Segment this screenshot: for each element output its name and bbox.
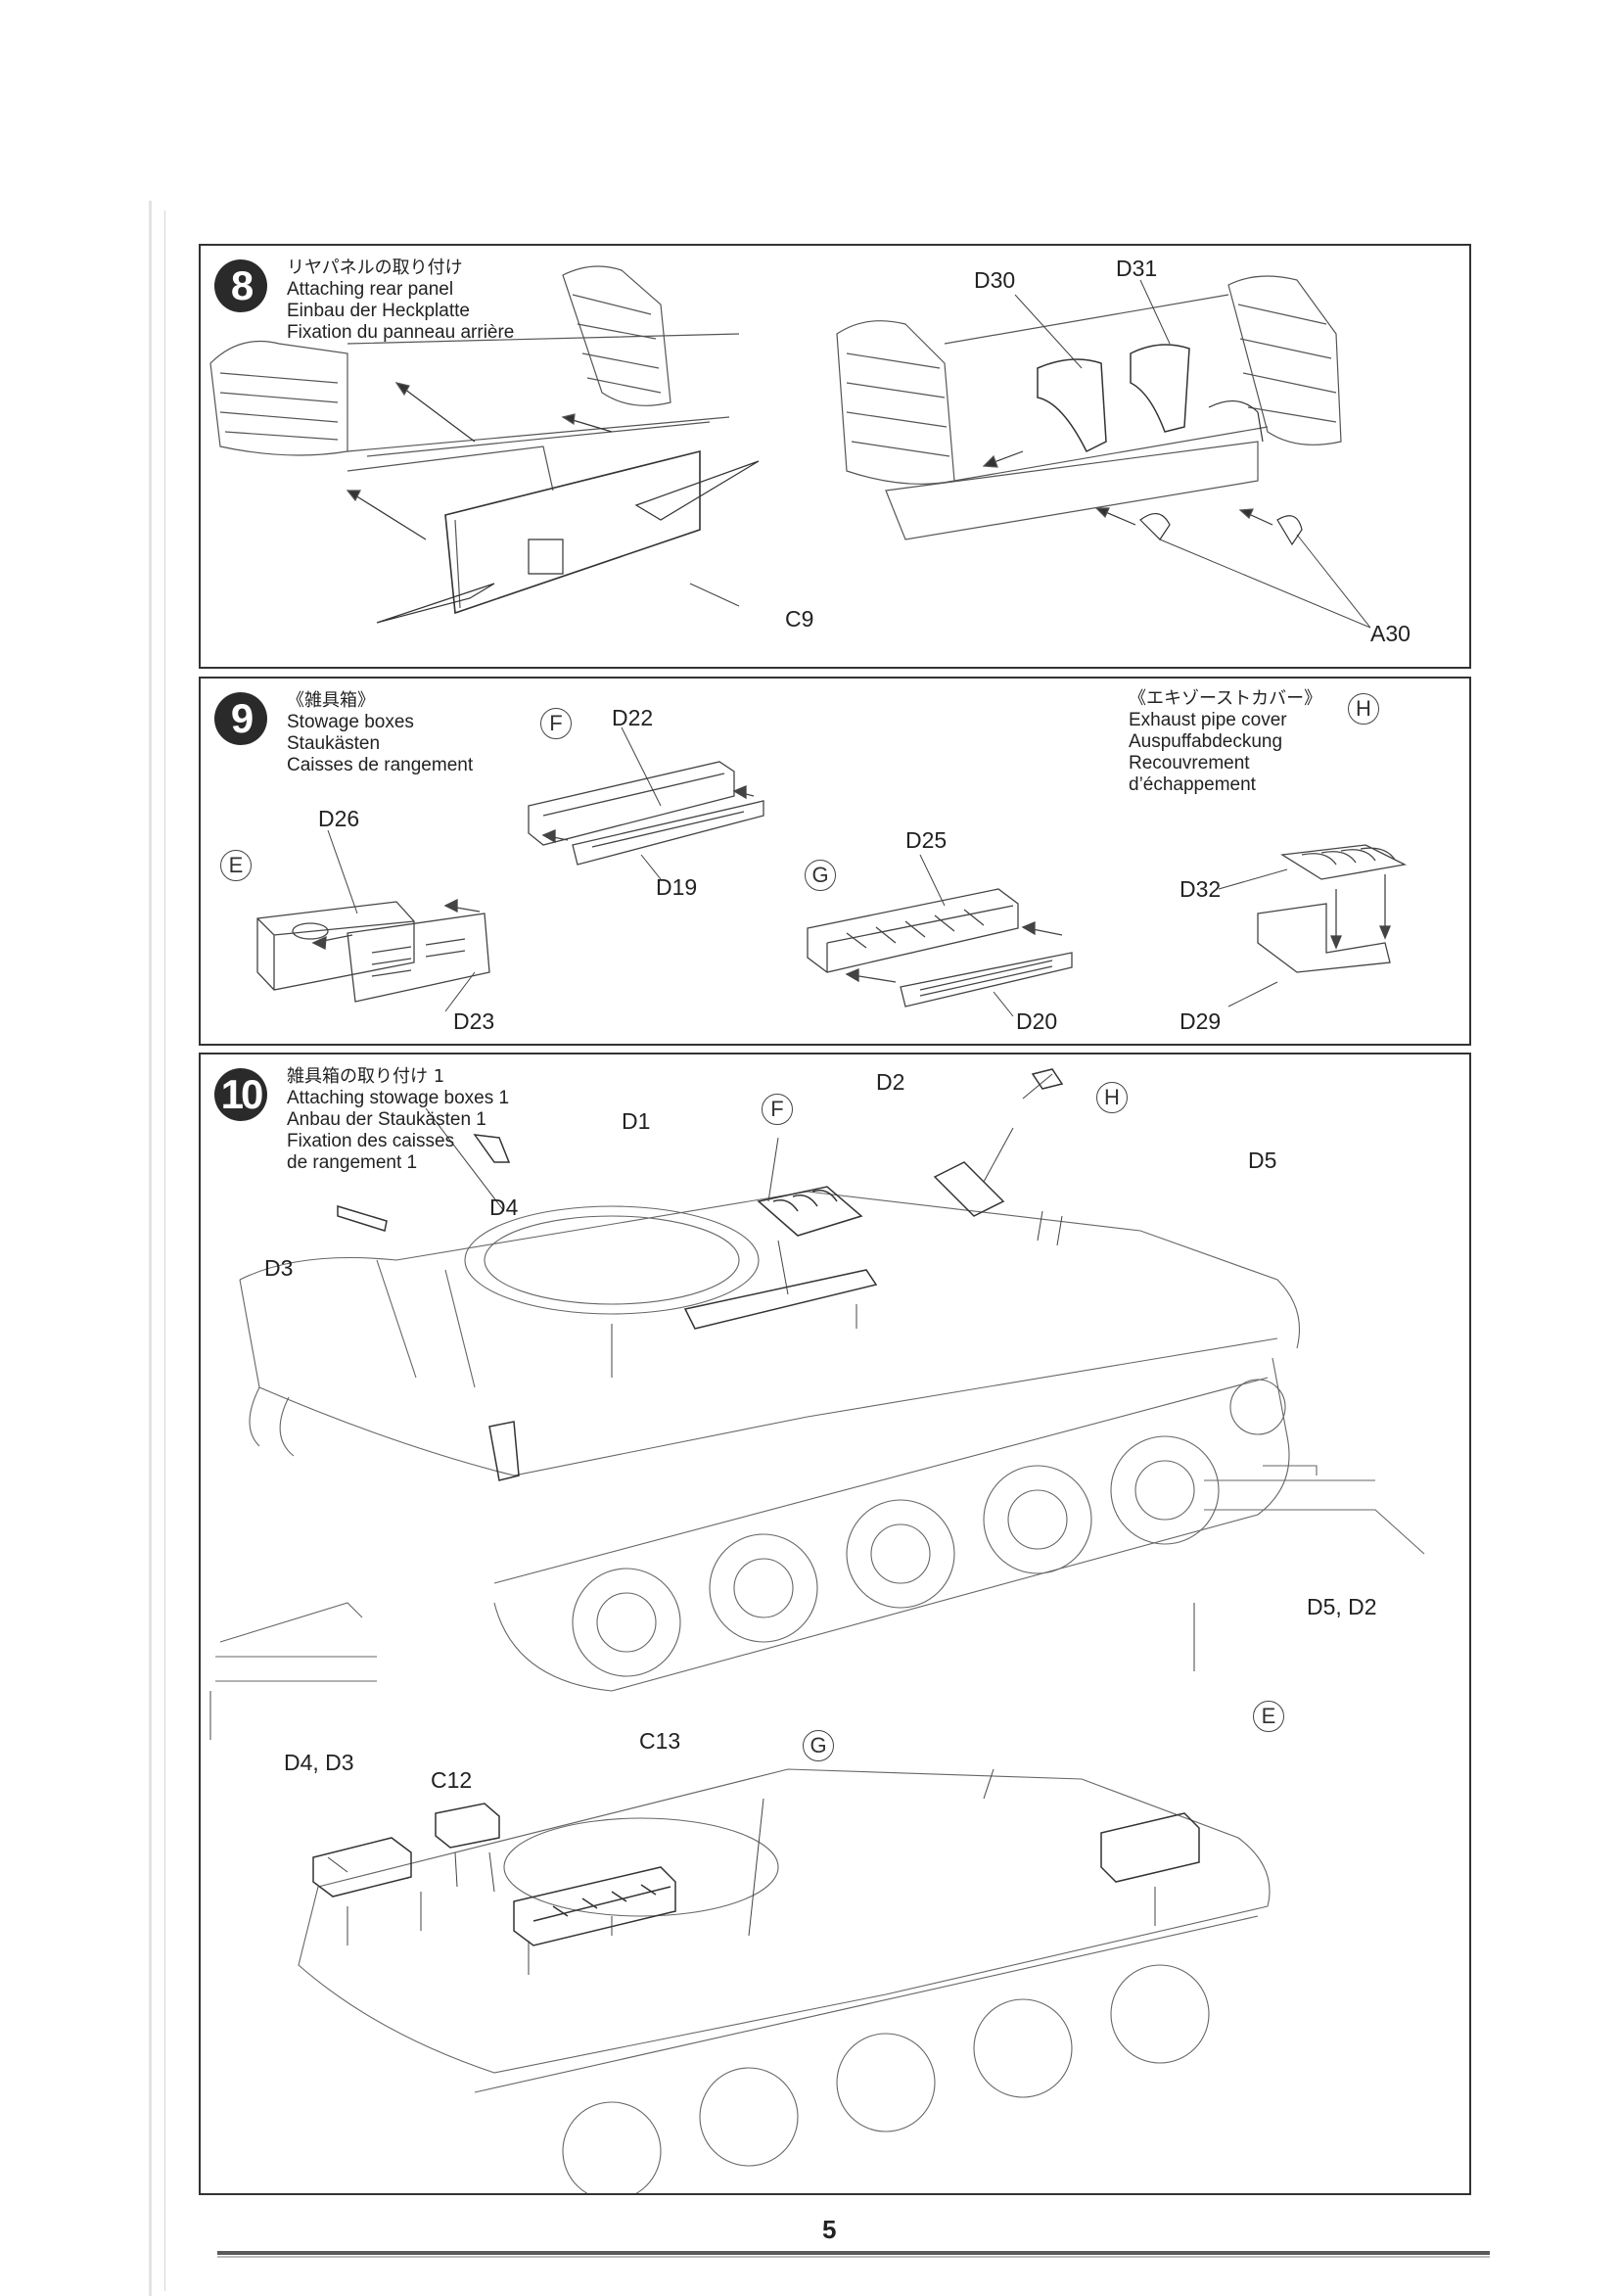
page-edge-inner <box>164 211 165 2291</box>
part-label-d5: D5 <box>1248 1148 1277 1173</box>
exhaust-title-jp: 《エキゾーストカバー》 <box>1129 688 1322 709</box>
step-9-panel: 9 《雑具箱》 Stowage boxes Staukästen Caisses… <box>199 677 1471 1046</box>
exhaust-title-fr-2: d’échappement <box>1129 774 1256 795</box>
title-en: Attaching rear panel <box>287 279 454 300</box>
part-label-c9: C9 <box>785 606 814 632</box>
part-label-d20: D20 <box>1016 1008 1058 1034</box>
part-label-d23: D23 <box>453 1008 495 1034</box>
page-edge <box>149 201 152 2296</box>
title-en: Attaching stowage boxes 1 <box>287 1088 510 1108</box>
title-en: Stowage boxes <box>287 712 414 732</box>
title-de: Staukästen <box>287 733 381 754</box>
part-label-d1: D1 <box>622 1108 651 1134</box>
page-bottom-edge <box>217 2251 1490 2255</box>
part-label-d5-d2-detail: D5, D2 <box>1307 1594 1377 1619</box>
assembly-badge-f: F <box>540 708 572 739</box>
part-label-d25: D25 <box>905 827 948 853</box>
exhaust-title-fr-1: Recouvrement <box>1129 753 1250 773</box>
exhaust-title-en: Exhaust pipe cover <box>1129 710 1287 730</box>
part-label-d4: D4 <box>489 1195 519 1220</box>
part-label-d32: D32 <box>1180 876 1222 902</box>
title-jp: 《雑具箱》 <box>287 690 375 711</box>
title-fr-1: Fixation des caisses <box>287 1131 455 1151</box>
part-label-d30: D30 <box>974 267 1016 293</box>
part-label-d2: D2 <box>876 1069 905 1095</box>
title-jp: リヤパネルの取り付け <box>287 258 463 278</box>
step-number-badge: 8 <box>214 259 267 312</box>
exhaust-title-de: Auspuffabdeckung <box>1129 731 1283 752</box>
assembly-badge-h: H <box>1096 1082 1128 1113</box>
part-label-c12: C12 <box>431 1767 473 1793</box>
title-de: Anbau der Staukästen 1 <box>287 1109 486 1130</box>
part-label-c13: C13 <box>639 1728 681 1754</box>
step-8-diagram <box>201 246 1469 667</box>
step-8-panel: 8 リヤパネルの取り付け Attaching rear panel Einbau… <box>199 244 1471 669</box>
step-9-diagram <box>201 679 1469 1044</box>
part-label-d29: D29 <box>1180 1008 1222 1034</box>
title-de: Einbau der Heckplatte <box>287 301 470 321</box>
step-9-titles: 《雑具箱》 Stowage boxes Staukästen Caisses d… <box>287 690 473 776</box>
assembly-badge-g: G <box>803 1730 834 1761</box>
step-10-diagram <box>201 1054 1469 2193</box>
page-bottom-shadow <box>217 2256 1490 2258</box>
exhaust-titles: 《エキゾーストカバー》 Exhaust pipe cover Auspuffab… <box>1129 688 1321 796</box>
step-number-badge: 9 <box>214 692 267 745</box>
part-label-a30: A30 <box>1370 621 1411 646</box>
part-label-d31: D31 <box>1116 256 1158 281</box>
title-jp: 雑具箱の取り付け 1 <box>287 1066 445 1087</box>
assembly-badge-g: G <box>805 860 836 891</box>
part-label-d26: D26 <box>318 806 360 831</box>
step-10-titles: 雑具箱の取り付け 1 Attaching stowage boxes 1 Anb… <box>287 1066 509 1174</box>
title-fr: Caisses de rangement <box>287 755 474 775</box>
assembly-badge-h: H <box>1348 693 1379 725</box>
assembly-badge-e: E <box>220 850 252 881</box>
part-label-d22: D22 <box>612 705 654 730</box>
title-fr: Fixation du panneau arrière <box>287 322 515 343</box>
step-8-titles: リヤパネルの取り付け Attaching rear panel Einbau d… <box>287 258 514 344</box>
part-label-d19: D19 <box>656 874 698 900</box>
assembly-badge-f: F <box>762 1094 793 1125</box>
page-number: 5 <box>822 2215 837 2244</box>
part-label-d4-d3-detail: D4, D3 <box>284 1750 354 1775</box>
title-fr-2: de rangement 1 <box>287 1152 418 1173</box>
step-10-panel: 10 雑具箱の取り付け 1 Attaching stowage boxes 1 … <box>199 1053 1471 2195</box>
assembly-badge-e: E <box>1253 1701 1284 1732</box>
part-label-d3: D3 <box>264 1255 294 1281</box>
step-number-badge: 10 <box>214 1068 267 1121</box>
